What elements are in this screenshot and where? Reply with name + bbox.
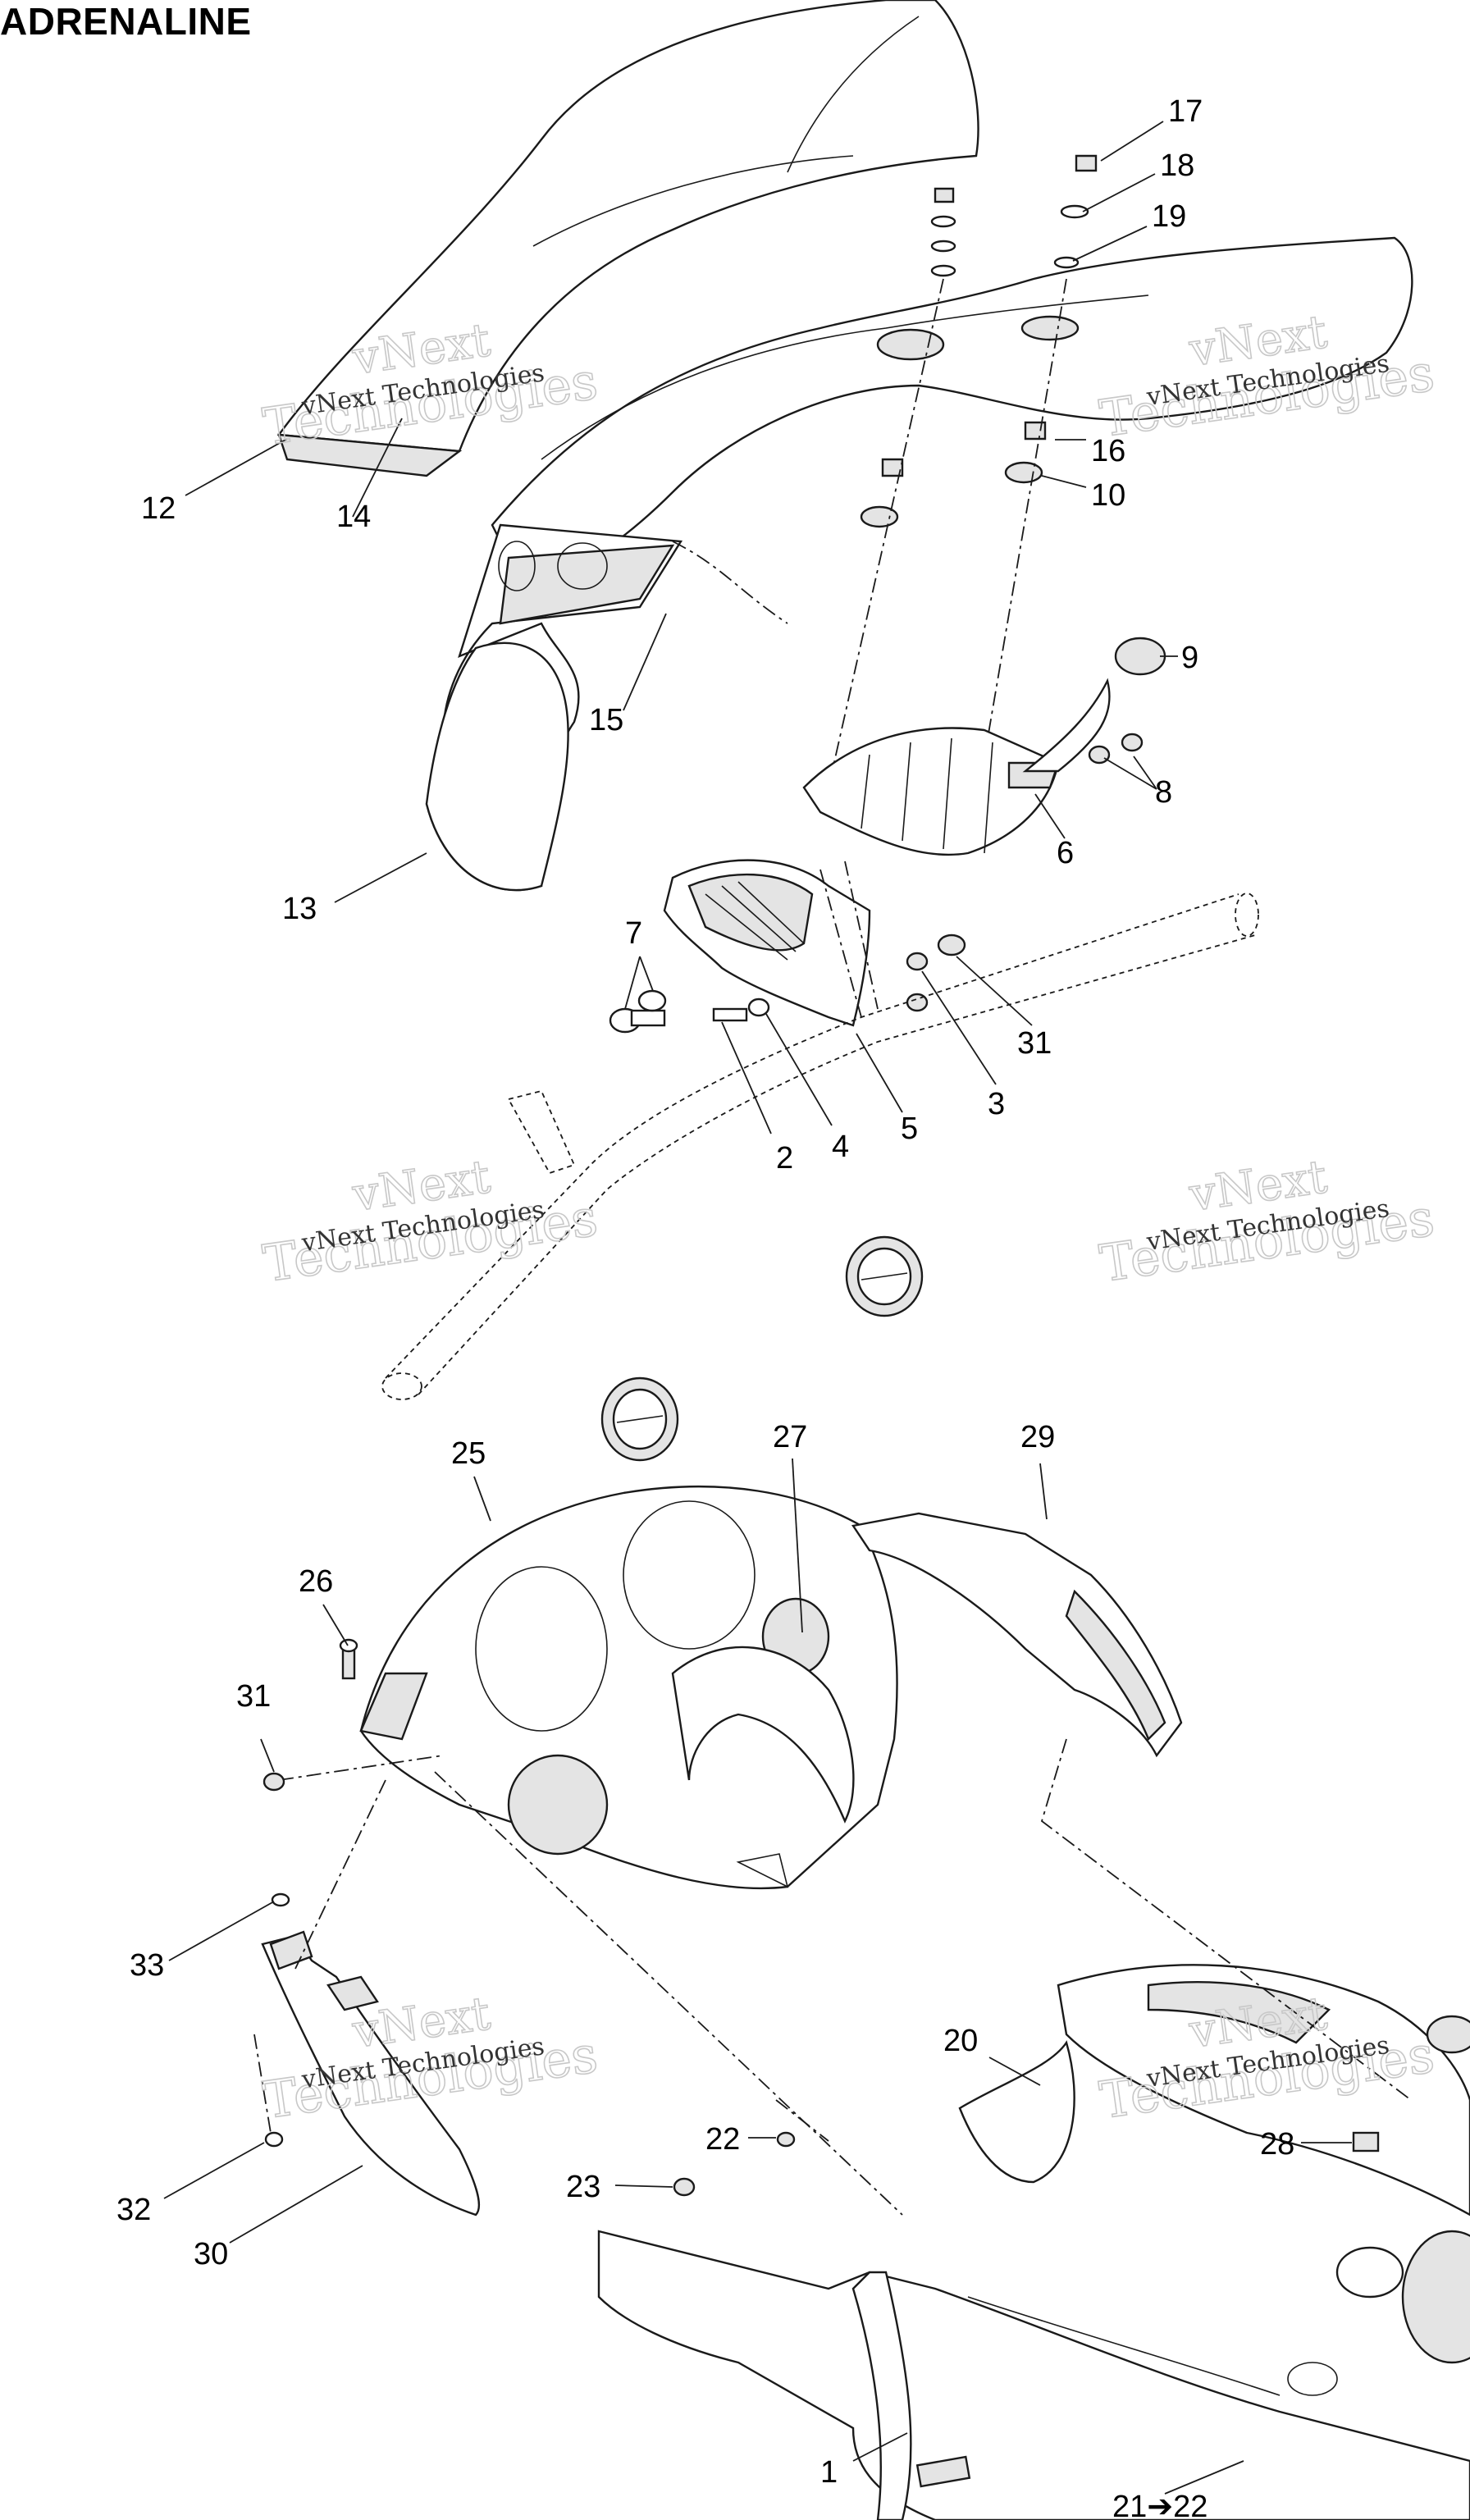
callout-27: 27 xyxy=(773,1420,807,1454)
gauge-cover-part xyxy=(663,859,871,1027)
callout-28: 28 xyxy=(1260,2127,1294,2162)
callout-6: 6 xyxy=(1057,836,1074,870)
callout-33: 33 xyxy=(130,1948,164,1983)
callout-8: 8 xyxy=(1155,775,1172,810)
callout-12: 12 xyxy=(141,491,176,526)
page-title: ADRENALINE xyxy=(0,0,252,43)
callout-30: 30 xyxy=(194,2237,228,2271)
screw-31-lower xyxy=(262,1772,285,1792)
watermark-3: vNext Technologies vNext Technologies xyxy=(258,1149,601,1294)
callout-labels: 17 18 19 16 10 12 14 15 9 8 6 13 7 31 3 … xyxy=(116,94,1294,2520)
watermark-4: vNext Technologies vNext Technologies xyxy=(1095,1149,1438,1294)
callout-14: 14 xyxy=(336,500,371,534)
callout-25: 25 xyxy=(451,1436,486,1471)
callout-2: 2 xyxy=(776,1141,793,1176)
small-fasteners-lower xyxy=(673,2131,1380,2197)
callout-22: 22 xyxy=(705,2122,740,2157)
lower-hull-part xyxy=(597,1964,1470,2520)
callout-31-lower: 31 xyxy=(236,1679,271,1714)
logo-badge-lower xyxy=(600,1376,679,1462)
side-panel-part xyxy=(261,1892,481,2216)
callout-10: 10 xyxy=(1091,478,1125,513)
watermark-1: vNext Technologies vNext Technologies xyxy=(258,313,601,457)
callout-1: 1 xyxy=(820,2455,838,2490)
callout-29: 29 xyxy=(1020,1420,1055,1454)
fastener-stack-left xyxy=(860,187,956,528)
callout-7: 7 xyxy=(625,916,642,951)
callout-4: 4 xyxy=(832,1130,849,1164)
callout-21-to-22: 21➔22 xyxy=(1112,2490,1208,2520)
logo-badge-upper xyxy=(845,1235,924,1317)
callout-5: 5 xyxy=(901,1112,918,1146)
callout-18: 18 xyxy=(1160,148,1194,183)
lower-fairing-part xyxy=(425,523,683,892)
leader-lines xyxy=(163,121,1352,2495)
fasteners-middle xyxy=(609,934,966,1034)
callout-13: 13 xyxy=(282,892,317,926)
callout-16: 16 xyxy=(1091,434,1125,468)
callout-3: 3 xyxy=(988,1087,1005,1121)
fastener-stack-right xyxy=(1004,154,1098,484)
callout-9: 9 xyxy=(1181,641,1198,675)
callout-20: 20 xyxy=(943,2024,978,2058)
side-bracket-part xyxy=(851,1512,1183,1758)
callout-23: 23 xyxy=(566,2170,600,2204)
callout-17: 17 xyxy=(1168,94,1203,129)
callout-32: 32 xyxy=(116,2193,151,2227)
callout-15: 15 xyxy=(589,703,623,737)
handlebar-tube xyxy=(381,892,1259,1400)
callout-19: 19 xyxy=(1152,199,1186,234)
upper-console-part xyxy=(491,236,1413,592)
callout-26: 26 xyxy=(299,1564,333,1599)
cover-20 xyxy=(958,2040,1075,2184)
screw-26 xyxy=(339,1638,358,1680)
callout-31-upper: 31 xyxy=(1017,1026,1052,1061)
windshield-part xyxy=(276,0,979,477)
watermark-2: vNext Technologies vNext Technologies xyxy=(1095,304,1438,449)
gauge-bracket-part xyxy=(802,637,1166,856)
cluster-housing-part xyxy=(359,1485,898,1890)
